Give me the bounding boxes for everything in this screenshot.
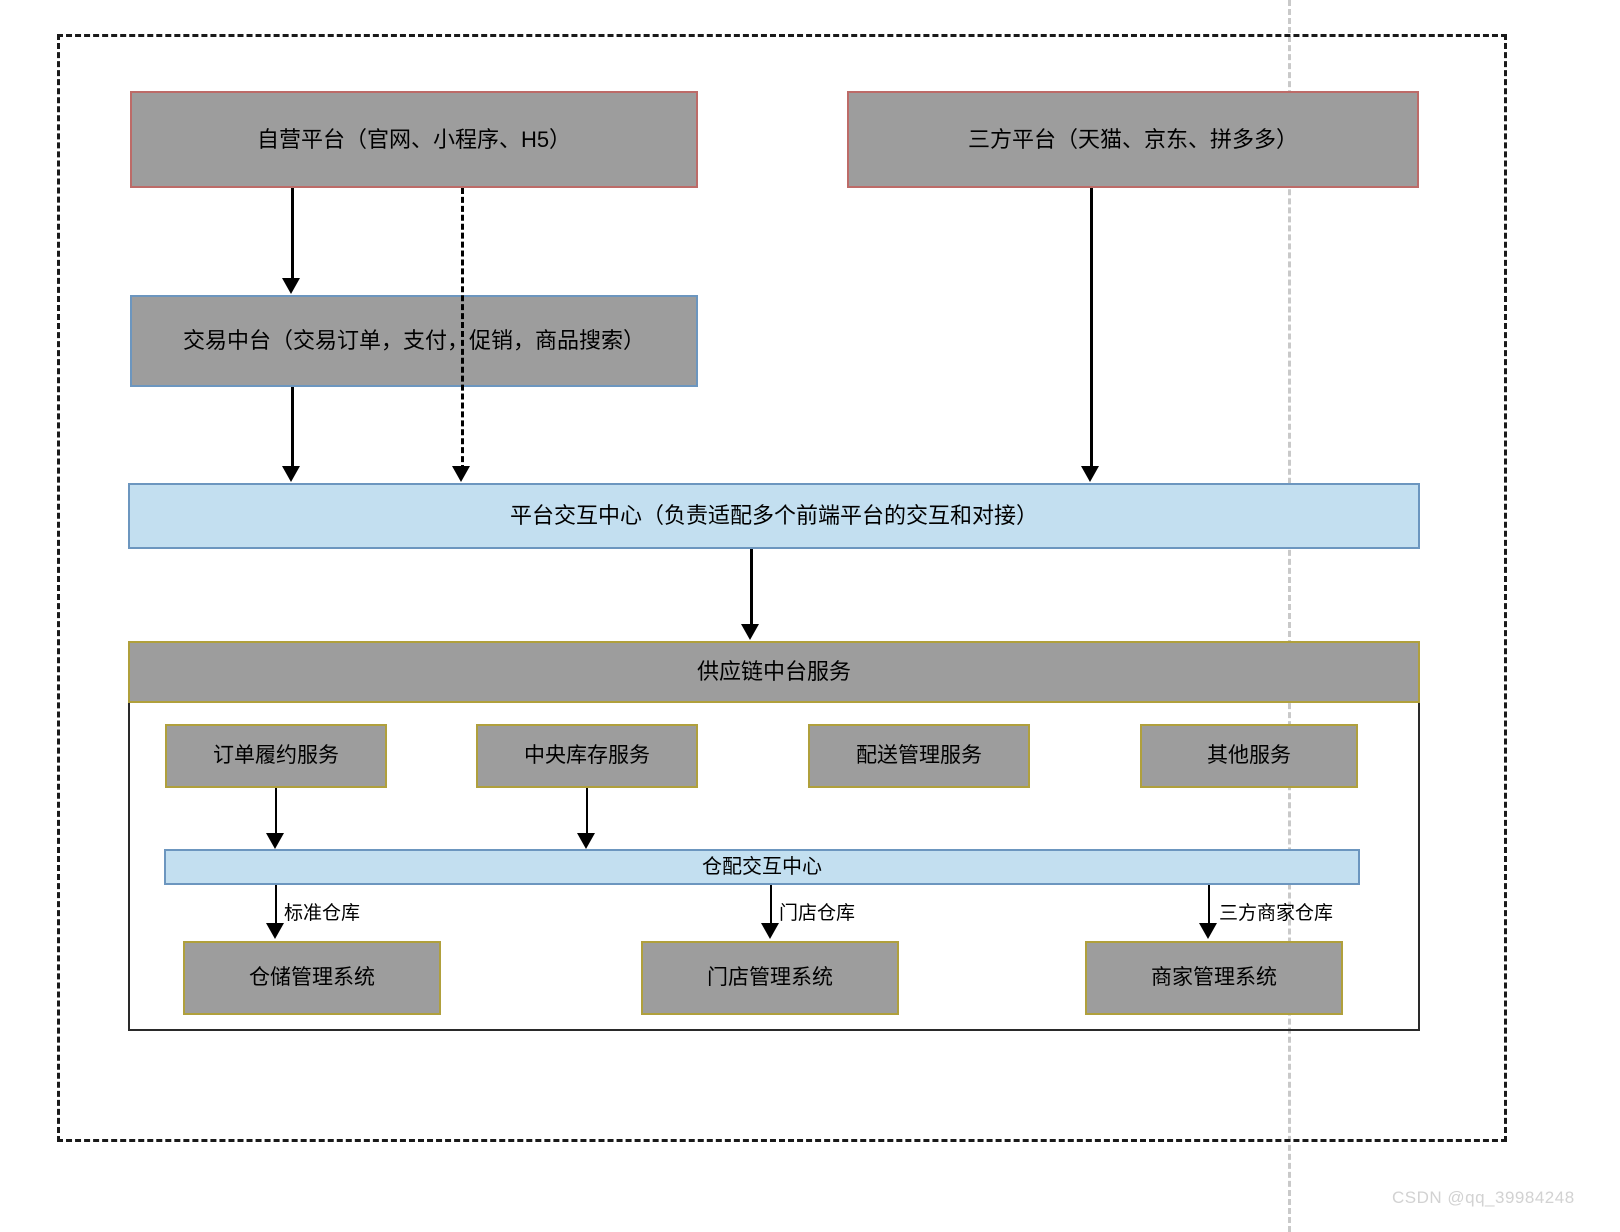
watermark-text: CSDN @qq_39984248 bbox=[1392, 1188, 1575, 1207]
node-other-service-label: 其他服务 bbox=[1207, 743, 1291, 767]
node-store-management-system-label: 门店管理系统 bbox=[707, 965, 833, 989]
node-other-service[interactable]: 其他服务 bbox=[1140, 724, 1358, 788]
node-third-party-platform-label: 三方平台（天猫、京东、拼多多） bbox=[967, 126, 1298, 152]
edge-label-store-warehouse: 门店仓库 bbox=[779, 903, 856, 924]
node-warehouse-management-system[interactable]: 仓储管理系统 bbox=[183, 941, 441, 1015]
node-delivery-management-service-label: 配送管理服务 bbox=[856, 743, 982, 767]
node-self-platform-label: 自营平台（官网、小程序、H5） bbox=[256, 126, 572, 152]
node-warehouse-interaction-center[interactable]: 仓配交互中心 bbox=[164, 849, 1360, 885]
node-self-platform[interactable]: 自营平台（官网、小程序、H5） bbox=[130, 91, 698, 188]
vertical-guide-line bbox=[1288, 0, 1291, 1232]
node-warehouse-management-system-label: 仓储管理系统 bbox=[249, 965, 375, 989]
node-transaction-middle-platform-label: 交易中台（交易订单，支付，促销，商品搜索） bbox=[182, 328, 645, 354]
node-central-inventory-service[interactable]: 中央库存服务 bbox=[476, 724, 698, 788]
arrowhead-transaction-to-interaction-center bbox=[282, 466, 300, 482]
arrowhead-self-platform-to-interaction-center bbox=[452, 466, 470, 482]
arrowhead-central-inventory-to-warehouse-center bbox=[577, 833, 595, 849]
connector-transaction-to-interaction-center bbox=[291, 387, 294, 471]
node-supply-chain-service-label: 供应链中台服务 bbox=[696, 659, 851, 685]
arrowhead-self-platform-to-transaction bbox=[282, 278, 300, 294]
connector-warehouse-center-to-warehouse-system bbox=[275, 885, 277, 926]
connector-order-fulfillment-to-warehouse-center bbox=[275, 788, 277, 836]
arrowhead-order-fulfillment-to-warehouse-center bbox=[266, 833, 284, 849]
connector-warehouse-center-to-store-system bbox=[770, 885, 772, 926]
connector-self-platform-to-transaction bbox=[291, 188, 294, 282]
arrowhead-warehouse-center-to-store-system bbox=[761, 923, 779, 939]
arrowhead-third-party-to-interaction-center bbox=[1081, 466, 1099, 482]
node-third-party-platform[interactable]: 三方平台（天猫、京东、拼多多） bbox=[847, 91, 1419, 188]
node-order-fulfillment-service[interactable]: 订单履约服务 bbox=[165, 724, 387, 788]
connector-warehouse-center-to-merchant-system bbox=[1208, 885, 1210, 926]
node-transaction-middle-platform[interactable]: 交易中台（交易订单，支付，促销，商品搜索） bbox=[130, 295, 698, 387]
arrowhead-warehouse-center-to-warehouse-system bbox=[266, 923, 284, 939]
node-central-inventory-service-label: 中央库存服务 bbox=[524, 743, 650, 767]
arrowhead-interaction-center-to-supply-chain bbox=[741, 624, 759, 640]
node-platform-interaction-center-label: 平台交互中心（负责适配多个前端平台的交互和对接） bbox=[509, 503, 1038, 529]
node-order-fulfillment-service-label: 订单履约服务 bbox=[213, 743, 339, 767]
arrowhead-warehouse-center-to-merchant-system bbox=[1199, 923, 1217, 939]
connector-interaction-center-to-supply-chain bbox=[750, 549, 753, 627]
node-platform-interaction-center[interactable]: 平台交互中心（负责适配多个前端平台的交互和对接） bbox=[128, 483, 1420, 549]
connector-third-party-to-interaction-center bbox=[1090, 188, 1093, 471]
node-merchant-management-system-label: 商家管理系统 bbox=[1151, 965, 1277, 989]
node-store-management-system[interactable]: 门店管理系统 bbox=[641, 941, 899, 1015]
node-supply-chain-service[interactable]: 供应链中台服务 bbox=[128, 641, 1420, 703]
outer-dashed-boundary bbox=[57, 34, 1507, 1142]
node-delivery-management-service[interactable]: 配送管理服务 bbox=[808, 724, 1030, 788]
node-warehouse-interaction-center-label: 仓配交互中心 bbox=[702, 855, 822, 878]
connector-self-platform-to-interaction-center-dashed bbox=[461, 188, 464, 471]
connector-central-inventory-to-warehouse-center bbox=[586, 788, 588, 836]
edge-label-standard-warehouse: 标准仓库 bbox=[284, 903, 361, 924]
node-merchant-management-system[interactable]: 商家管理系统 bbox=[1085, 941, 1343, 1015]
edge-label-third-party-merchant-warehouse: 三方商家仓库 bbox=[1219, 903, 1334, 924]
